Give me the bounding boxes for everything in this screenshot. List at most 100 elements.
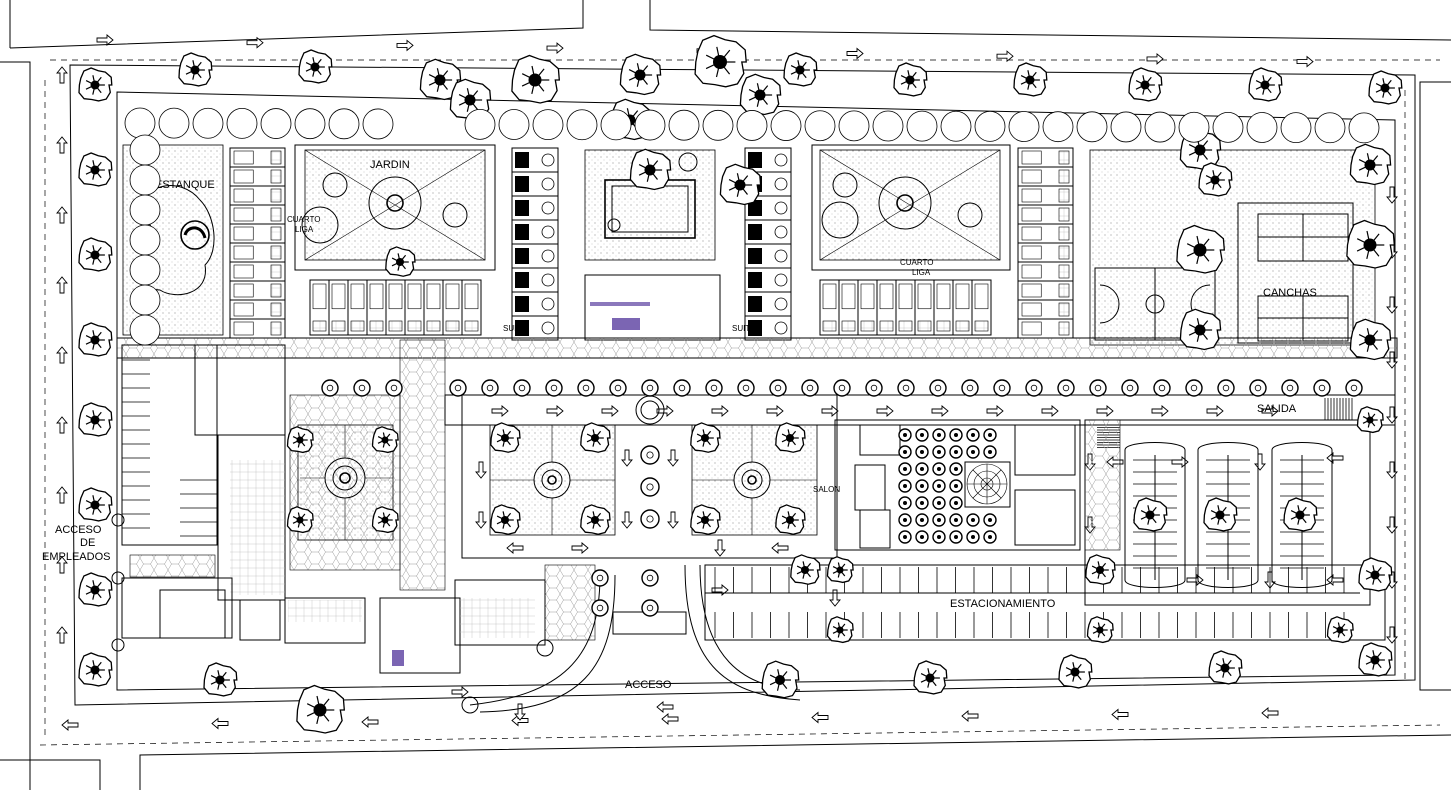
traffic-arrow-icon [1041,405,1059,417]
tree-canopy-icon [1349,318,1392,361]
tree-canopy-icon [1198,162,1233,197]
shrub-icon [641,599,659,617]
traffic-arrow-icon [1111,708,1129,721]
traffic-arrow-icon [931,405,949,417]
label-canchas: CANCHAS [1263,287,1317,299]
traffic-arrow-icon [475,461,487,479]
shrub-icon [1345,379,1363,397]
central-plaza [461,394,838,559]
tree-canopy-icon [78,67,113,102]
tree-canopy-icon [580,422,611,453]
traffic-arrow-icon [61,719,79,731]
tree-canopy-icon [371,426,399,454]
tree-canopy-icon [511,54,561,104]
shrub-icon [769,379,787,397]
tree-canopy-icon [1208,650,1243,685]
tree-canopy-icon [78,152,113,187]
tree-canopy-icon [419,58,462,101]
label-liga-left: LIGA [295,225,314,234]
traffic-arrow-icon [1386,296,1398,314]
parking-island [1124,442,1186,588]
shrub-icon [1217,379,1235,397]
traffic-arrow-icon [1296,55,1314,68]
shrub-icon [865,379,883,397]
tree-canopy-icon [775,422,806,453]
shrub-icon [1025,379,1043,397]
tree-canopy-icon [826,616,854,644]
shrub-icon [577,379,595,397]
traffic-arrow-icon [451,686,469,698]
tree-canopy-icon [690,504,721,535]
tree-canopy-icon [775,504,806,535]
traffic-arrow-icon [56,206,68,224]
tree-canopy-icon [1346,219,1396,269]
guest-room-block-right [1017,147,1074,339]
tree-canopy-icon [78,652,113,687]
tree-canopy-icon [1085,554,1116,585]
traffic-arrow-icon [246,36,264,49]
tree-canopy-icon [1086,616,1114,644]
tree-canopy-icon [78,487,113,522]
tree-canopy-icon [1179,308,1222,351]
shrub-icon [1057,379,1075,397]
traffic-arrow-icon [211,717,229,730]
shrub-icon [1121,379,1139,397]
shrub-icon [737,379,755,397]
tree-canopy-icon [371,506,399,534]
shrub-icon [833,379,851,397]
label-salon: SALON [813,485,840,494]
label-suite-right: SUITE [732,324,756,333]
traffic-arrow-icon [1254,453,1266,471]
tree-canopy-icon [1203,497,1238,532]
traffic-arrow-icon [1386,516,1398,534]
traffic-arrow-icon [546,405,564,417]
tree-canopy-icon [619,53,662,96]
traffic-arrow-icon [56,556,68,574]
shrub-icon [321,379,339,397]
tree-canopy-icon [1013,62,1048,97]
traffic-arrow-icon [601,405,619,417]
label-acceso-empleados-2: DE [80,537,95,549]
traffic-arrow-icon [621,449,633,467]
tree-canopy-icon [490,422,521,453]
traffic-arrow-icon [986,405,1004,417]
traffic-arrow-icon [396,39,414,52]
tree-canopy-icon [1326,616,1354,644]
shrub-icon [897,379,915,397]
traffic-arrow-icon [1151,405,1169,417]
tree-canopy-icon [1133,497,1168,532]
shrub-icon [929,379,947,397]
tree-canopy-icon [761,660,800,699]
label-jardin: JARDIN [370,159,410,171]
tree-canopy-icon [629,148,672,191]
tree-canopy-icon [893,62,928,97]
tree-canopy-icon [790,554,821,585]
label-acceso: ACCESO [625,679,672,691]
traffic-arrow-icon [766,405,784,417]
shrub-icon [1313,379,1331,397]
shrub-icon [801,379,819,397]
label-acceso-empleados-3: EMPLEADOS [42,551,110,563]
shrub-icon [353,379,371,397]
tree-canopy-icon [913,660,948,695]
tree-canopy-icon [1349,143,1392,186]
tree-canopy-icon [296,684,346,734]
shrub-icon [641,569,659,587]
entrance-drive: ACCESO [461,564,801,714]
traffic-arrow-icon [1171,456,1189,468]
shrub-icon [1089,379,1107,397]
shrub-icon [545,379,563,397]
garden-right: CUARTO LIGA [811,144,1011,277]
shrub-icon [385,379,403,397]
guest-room-block-left [229,147,286,339]
traffic-arrow-icon [811,711,829,724]
parking-lot-bottom: ESTACIONAMIENTO [704,564,1386,641]
traffic-arrow-icon [96,34,114,46]
traffic-arrow-icon [475,511,487,529]
traffic-arrow-icon [661,713,679,725]
tree-canopy-icon [203,662,238,697]
tree-canopy-icon [1368,70,1403,105]
tree-canopy-icon [490,504,521,535]
shrub-icon [481,379,499,397]
